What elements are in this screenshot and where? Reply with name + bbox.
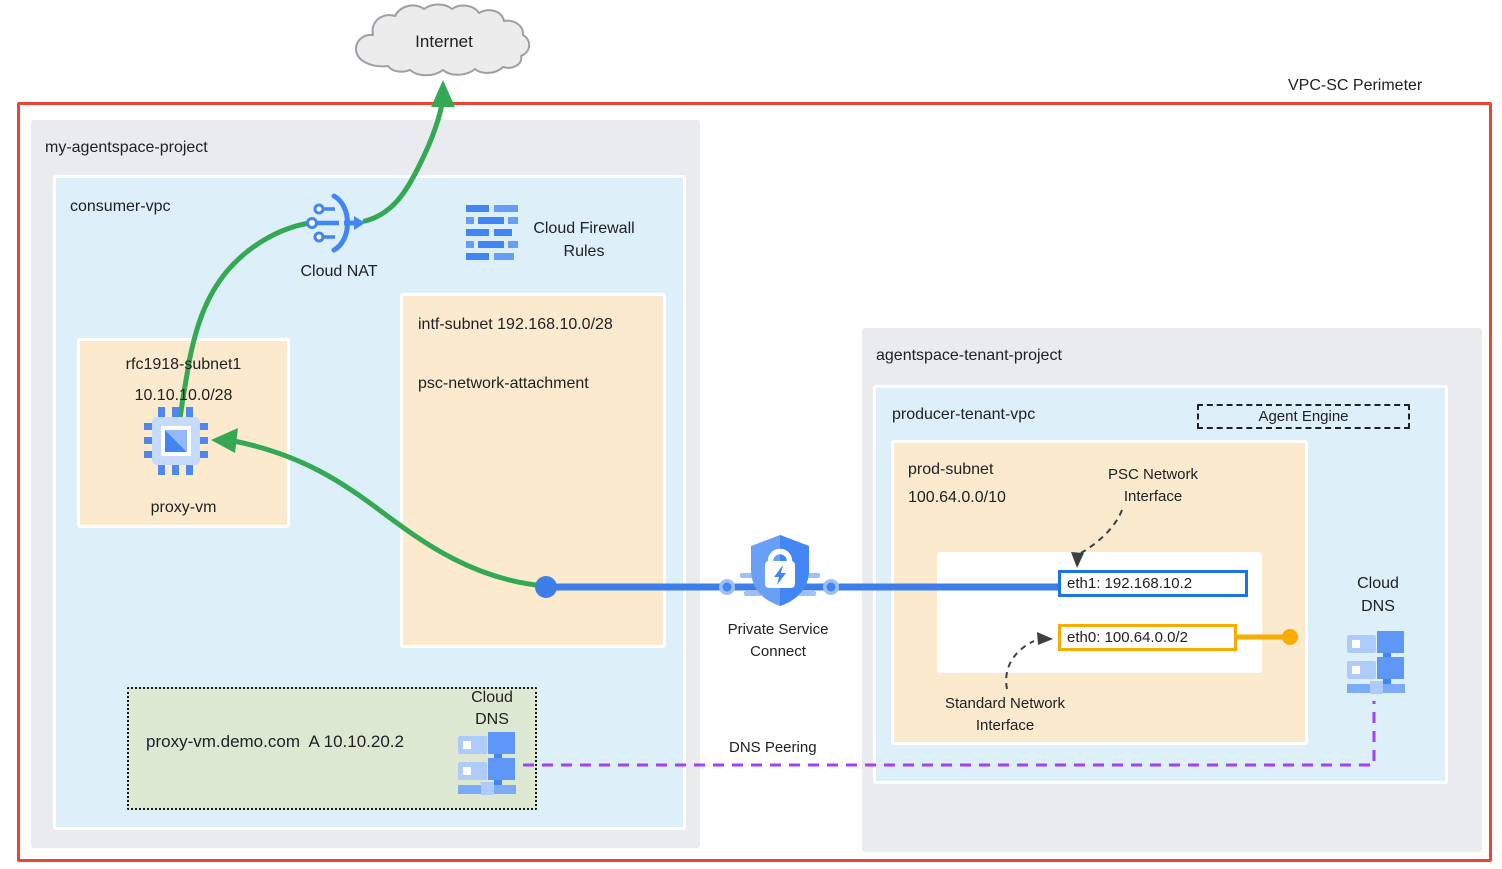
psc-network-interface-label: PSC Network Interface xyxy=(1092,464,1214,508)
psc-iface-line2: Interface xyxy=(1123,488,1183,505)
dns-zone-service-line2: DNS xyxy=(475,711,509,728)
cloud-firewall-icon xyxy=(466,205,518,260)
consumer-vpc-label: consumer-vpc xyxy=(70,198,171,215)
cloud-dns-icon xyxy=(458,732,516,795)
psc-iface-line1: PSC Network xyxy=(1107,466,1199,483)
rfc-subnet-name-label: rfc1918-subnet1 xyxy=(125,356,242,373)
cloud-firewall-label: Cloud Firewall Rules xyxy=(523,217,645,263)
prod-subnet-cidr-label: 100.64.0.0/10 xyxy=(908,489,1006,506)
compute-vm-chip-icon xyxy=(144,407,208,475)
psc-label-line2: Connect xyxy=(750,643,806,660)
dns-zone-service-line1: Cloud xyxy=(471,689,513,706)
agent-engine-label: Agent Engine xyxy=(1258,408,1349,425)
private-service-connect-shield-icon xyxy=(751,535,809,606)
cloud-nat-label: Cloud NAT xyxy=(300,263,378,280)
proxy-vm-label: proxy-vm xyxy=(150,499,217,516)
tenant-dns-line2: DNS xyxy=(1361,598,1395,615)
cloud-firewall-label-line2: Rules xyxy=(563,243,605,260)
rfc-subnet-cidr-label: 10.10.10.0/28 xyxy=(134,387,233,404)
dns-zone-service-label: Cloud DNS xyxy=(446,687,538,731)
intf-subnet-label: intf-subnet 192.168.10.0/28 xyxy=(418,316,613,333)
std-iface-line2: Interface xyxy=(975,717,1035,734)
perimeter-label: VPC-SC Perimeter xyxy=(1288,77,1423,94)
left-project-label: my-agentspace-project xyxy=(45,139,208,156)
dns-peering-label: DNS Peering xyxy=(729,739,817,756)
standard-network-interface-label: Standard Network Interface xyxy=(928,693,1082,737)
psc-network-attachment-label: psc-network-attachment xyxy=(418,375,589,392)
private-service-connect-label: Private Service Connect xyxy=(700,619,856,663)
eth0-label: eth0: 100.64.0.0/2 xyxy=(1067,629,1188,646)
agent-engine-box: Agent Engine xyxy=(1197,404,1410,429)
tenant-dns-line1: Cloud xyxy=(1357,575,1399,592)
right-project-label: agentspace-tenant-project xyxy=(876,347,1062,364)
producer-vpc-label: producer-tenant-vpc xyxy=(892,406,1036,423)
eth0-interface-box: eth0: 100.64.0.0/2 xyxy=(1058,624,1237,651)
dns-record-label: proxy-vm.demo.com A 10.10.20.2 xyxy=(146,732,404,751)
tenant-cloud-dns-label: Cloud DNS xyxy=(1344,572,1412,618)
eth1-interface-box: eth1: 192.168.10.2 xyxy=(1058,570,1248,597)
vpc-sc-perimeter-box xyxy=(17,102,1492,862)
cloud-nat-icon xyxy=(306,193,365,253)
std-iface-line1: Standard Network xyxy=(944,695,1066,712)
cloud-firewall-label-line1: Cloud Firewall xyxy=(533,220,635,237)
psc-label-line1: Private Service xyxy=(727,621,829,638)
internet-label: Internet xyxy=(415,32,473,51)
internet-cloud-icon xyxy=(355,3,531,77)
prod-subnet-name-label: prod-subnet xyxy=(908,461,994,478)
eth1-label: eth1: 192.168.10.2 xyxy=(1067,575,1193,592)
cloud-dns-icon xyxy=(1347,631,1405,694)
intf-subnet-box xyxy=(400,293,666,648)
